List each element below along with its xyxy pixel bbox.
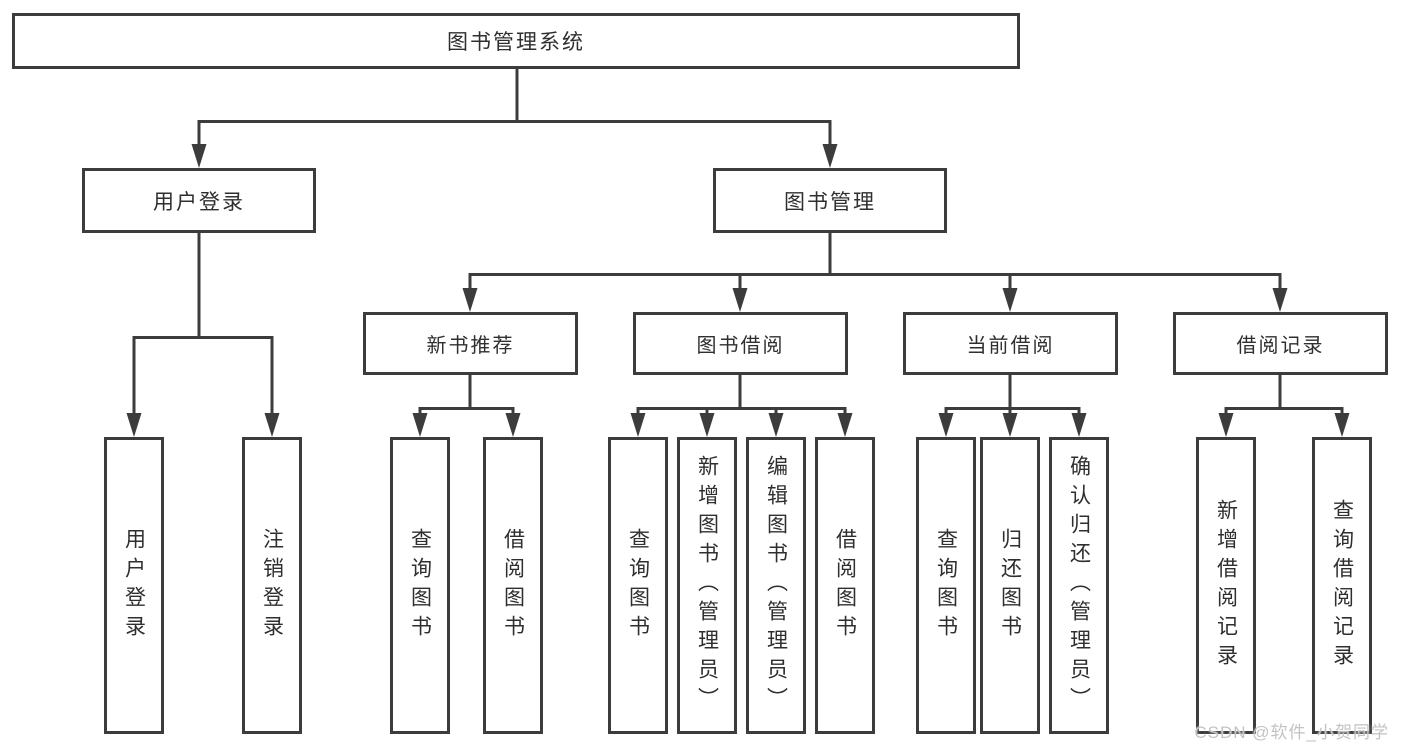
leaf-return-books: 归还图书 — [980, 437, 1040, 734]
node-library-management-system: 图书管理系统 — [12, 13, 1020, 69]
leaf-add-borrow-record: 新增借阅记录 — [1196, 437, 1256, 734]
leaf-label: 新增借阅记录 — [1214, 498, 1238, 673]
leaf-label: 确认归还（管理员） — [1067, 455, 1091, 716]
leaf-borrow-books-recommend: 借阅图书 — [483, 437, 543, 734]
leaf-query-books-recommend: 查询图书 — [390, 437, 450, 734]
leaf-label: 查询图书 — [626, 527, 650, 644]
leaf-logout: 注销登录 — [242, 437, 302, 734]
leaf-label: 新增图书（管理员） — [695, 455, 719, 716]
leaf-label: 查询借阅记录 — [1330, 498, 1354, 673]
leaf-label: 借阅图书 — [833, 527, 857, 644]
leaf-query-books-current: 查询图书 — [916, 437, 976, 734]
node-label: 当前借阅 — [966, 335, 1055, 357]
node-book-management: 图书管理 — [713, 168, 947, 233]
leaf-add-book-admin: 新增图书（管理员） — [677, 437, 737, 734]
leaf-label: 用户登录 — [122, 527, 146, 644]
node-label: 图书管理系统 — [447, 31, 585, 54]
leaf-user-login: 用户登录 — [104, 437, 164, 734]
leaf-label: 借阅图书 — [501, 527, 525, 644]
node-new-book-recommendation: 新书推荐 — [363, 312, 578, 375]
leaf-label: 注销登录 — [260, 527, 284, 644]
leaf-label: 查询图书 — [408, 527, 432, 644]
leaf-confirm-return-admin: 确认归还（管理员） — [1049, 437, 1109, 734]
leaf-label: 归还图书 — [998, 527, 1022, 644]
node-borrowing-records: 借阅记录 — [1173, 312, 1388, 375]
node-user-login: 用户登录 — [82, 168, 316, 233]
node-label: 用户登录 — [153, 190, 245, 214]
node-book-borrowing: 图书借阅 — [633, 312, 848, 375]
node-label: 图书借阅 — [696, 335, 785, 357]
node-label: 图书管理 — [784, 190, 876, 214]
leaf-label: 编辑图书（管理员） — [764, 455, 788, 716]
leaf-query-books-borrowing: 查询图书 — [608, 437, 668, 734]
leaf-edit-book-admin: 编辑图书（管理员） — [746, 437, 806, 734]
csdn-watermark: CSDN @软件_小贺同学 — [1194, 723, 1389, 742]
leaf-borrow-books-borrowing: 借阅图书 — [815, 437, 875, 734]
node-label: 借阅记录 — [1236, 335, 1325, 357]
node-current-borrowing: 当前借阅 — [903, 312, 1118, 375]
leaf-query-borrow-record: 查询借阅记录 — [1312, 437, 1372, 734]
node-label: 新书推荐 — [426, 335, 515, 357]
leaf-label: 查询图书 — [934, 527, 958, 644]
